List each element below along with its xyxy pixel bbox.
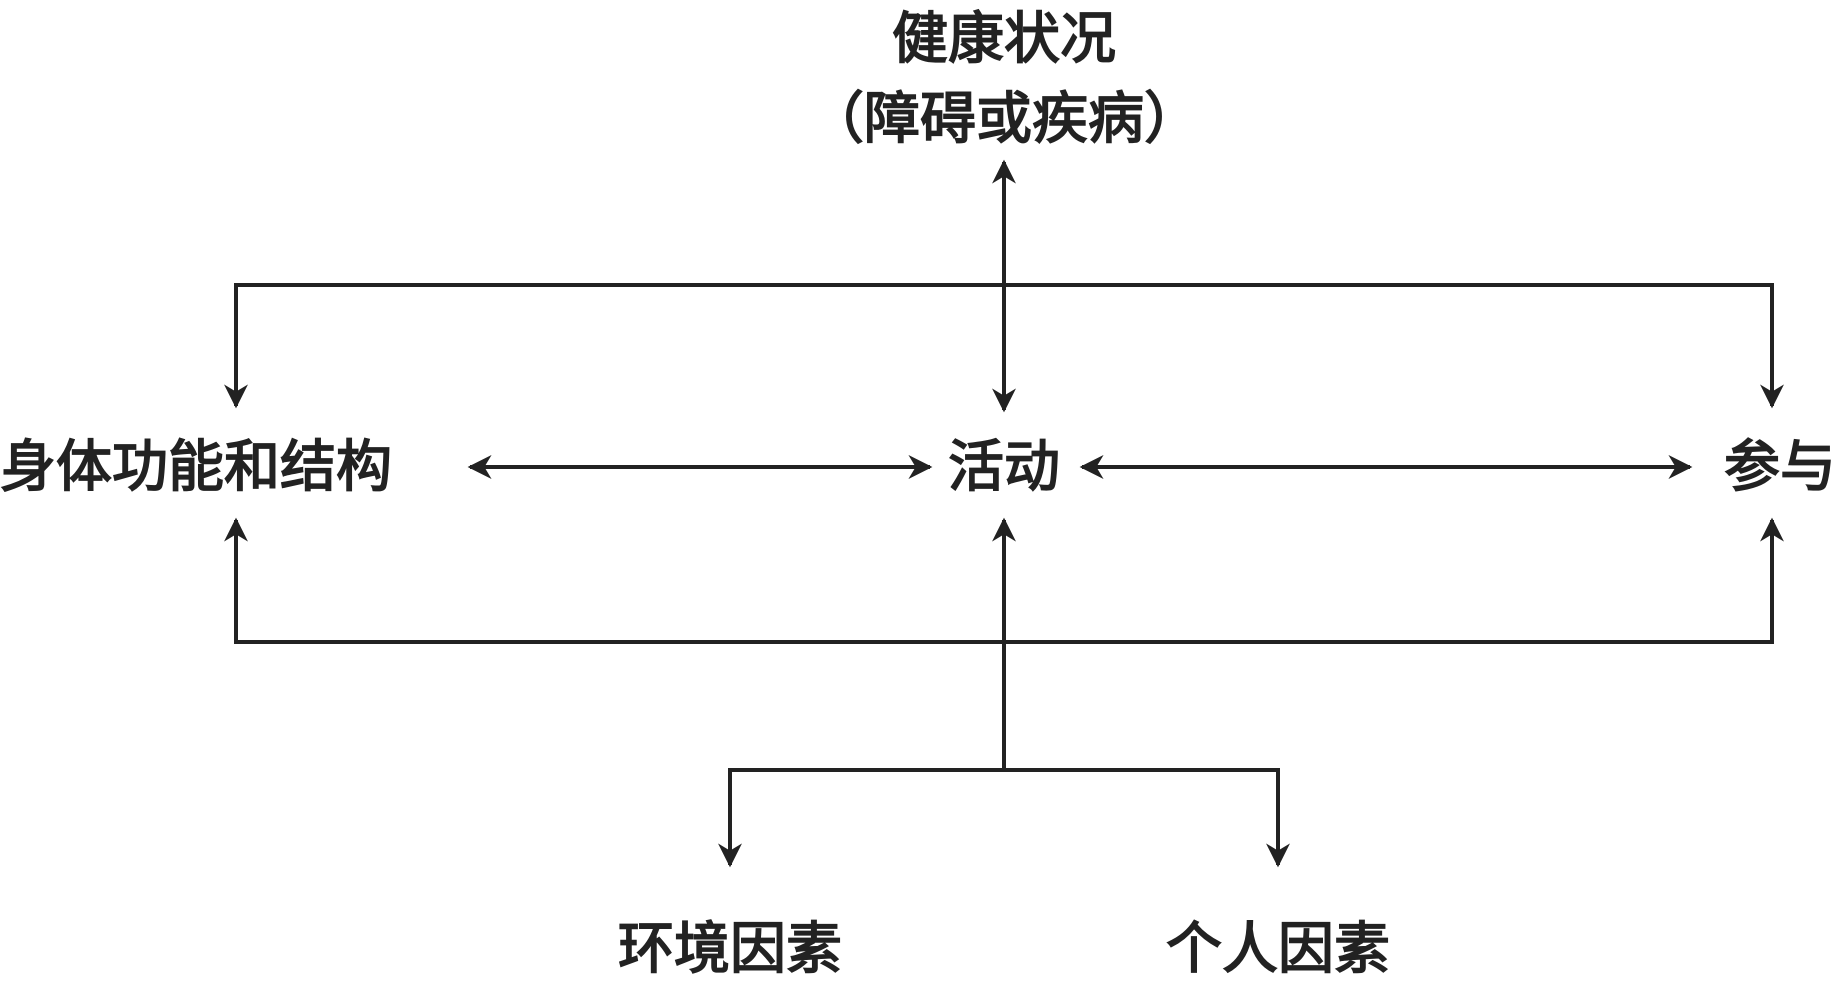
- edge-factors-branch: [718, 768, 1290, 868]
- activity-label: 活动: [948, 435, 1060, 500]
- edge-top-connector: [224, 283, 1784, 409]
- participation-label: 参与: [1724, 435, 1836, 500]
- health-condition-sub-label: （障碍或疾病）: [808, 87, 1200, 152]
- health-condition-label: 健康状况: [892, 7, 1116, 72]
- environmental-factors-label: 环境因素: [618, 917, 842, 982]
- body-function-label: 身体功能和结构: [0, 435, 392, 500]
- personal-factors-label: 个人因素: [1166, 917, 1390, 982]
